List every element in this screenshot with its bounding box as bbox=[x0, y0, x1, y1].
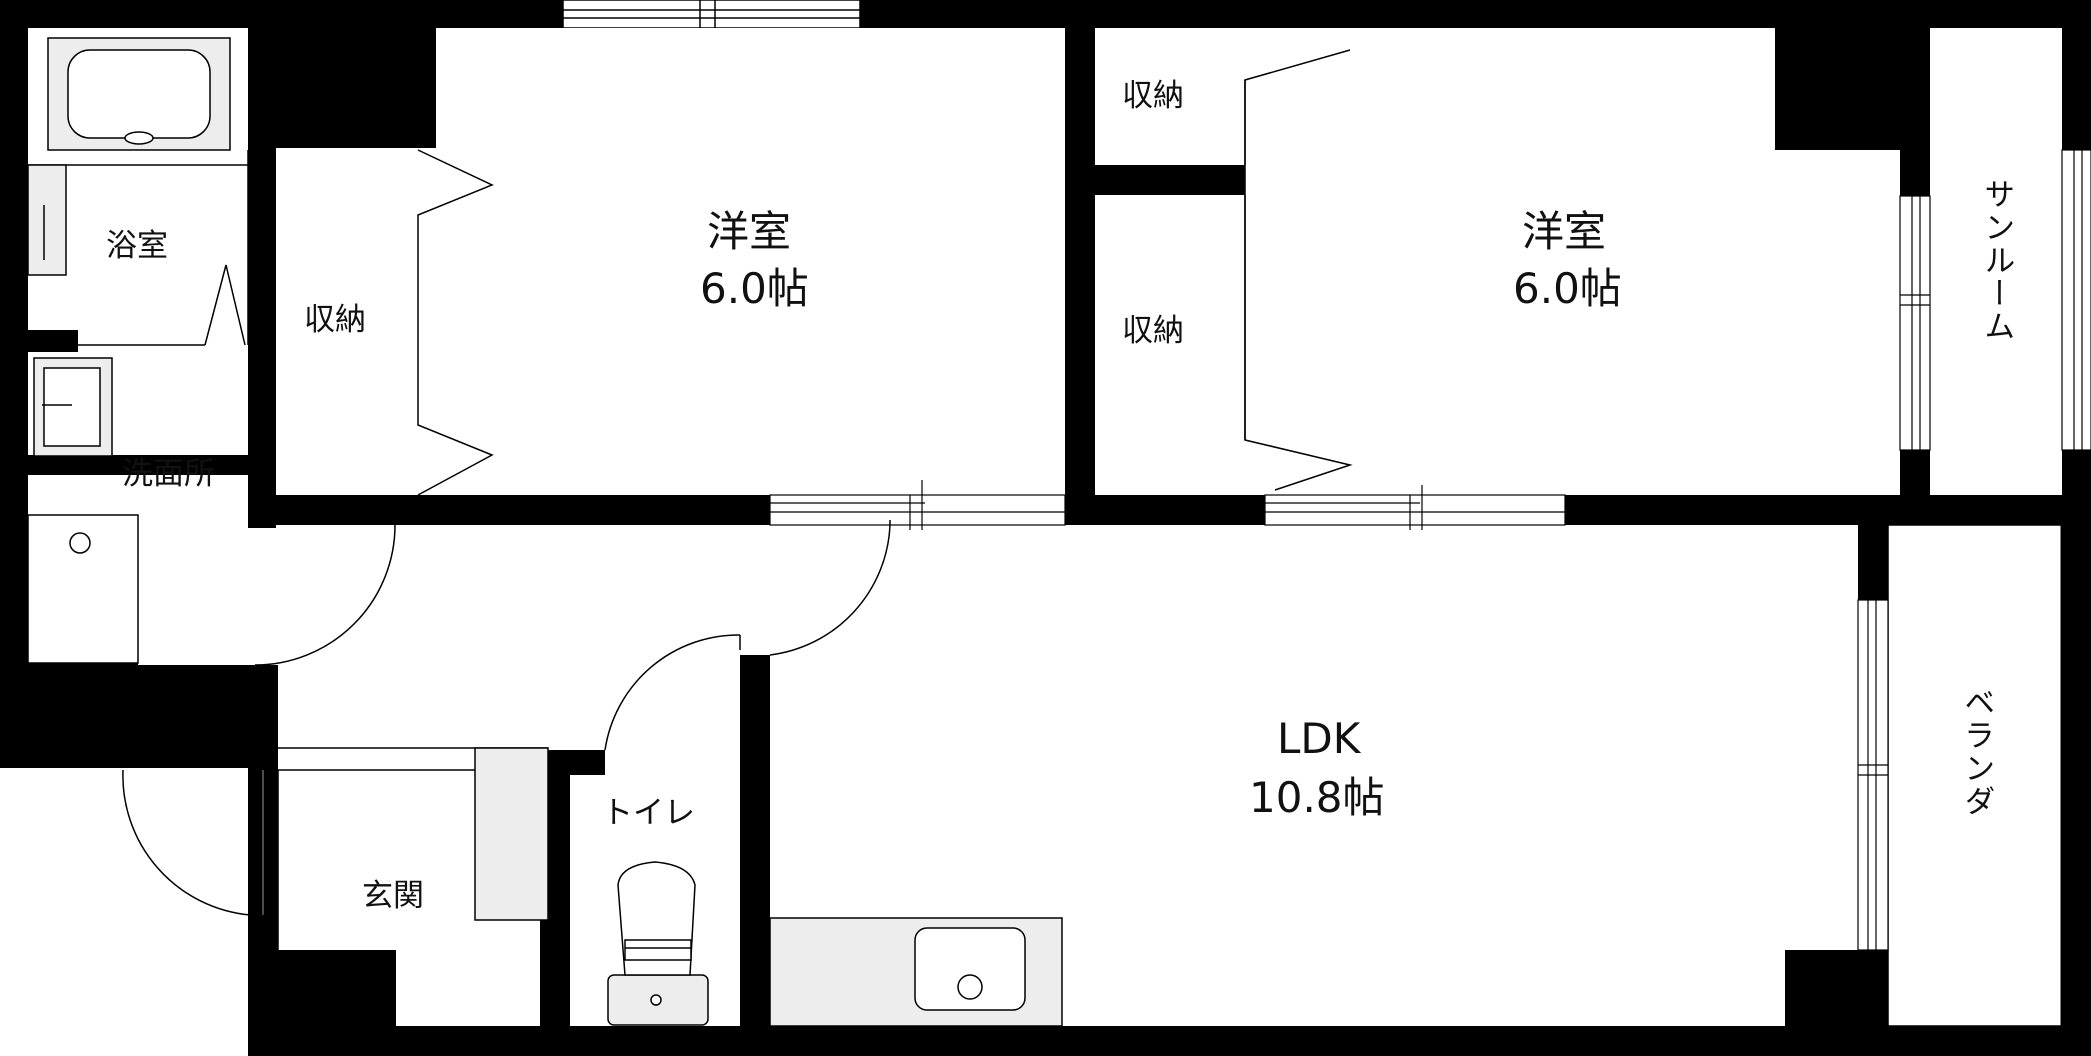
room-western-right-size: 6.0帖 bbox=[1513, 264, 1622, 313]
room-western-left-size: 6.0帖 bbox=[700, 264, 809, 313]
hall-door-swings bbox=[254, 520, 891, 751]
storage-left-label: 収納 bbox=[304, 302, 366, 338]
right-room-door bbox=[1264, 485, 1566, 530]
left-room-door bbox=[769, 480, 1066, 530]
entrance-label: 玄関 bbox=[362, 878, 424, 914]
closet-right-doors bbox=[1244, 49, 1353, 491]
bathroom-label: 浴室 bbox=[106, 228, 168, 264]
shoe-cabinet bbox=[474, 747, 549, 921]
bathtub bbox=[47, 37, 231, 151]
toilet-fixture bbox=[607, 861, 709, 1026]
storage-right-mid-label: 収納 bbox=[1122, 313, 1184, 349]
sunroom-window bbox=[1899, 149, 2091, 451]
toilet-label: トイレ bbox=[602, 795, 695, 831]
kitchen-counter bbox=[769, 917, 1063, 1027]
balcony-area bbox=[1887, 524, 2064, 1027]
closet-left-doors bbox=[417, 149, 494, 496]
room-ldk-name: LDK bbox=[1277, 714, 1361, 763]
balcony-label: ベランダ bbox=[1958, 686, 1995, 818]
room-ldk-size: 10.8帖 bbox=[1249, 773, 1385, 822]
room-western-left-name: 洋室 bbox=[707, 207, 792, 256]
balcony-window bbox=[1857, 599, 1889, 951]
wash-basin bbox=[33, 357, 113, 457]
storage-right-top-label: 収納 bbox=[1122, 78, 1184, 114]
washing-machine bbox=[27, 514, 139, 664]
room-western-right-name: 洋室 bbox=[1522, 207, 1607, 256]
washroom-label: 洗面所 bbox=[122, 456, 215, 492]
sunroom-label: サンルーム bbox=[1978, 178, 2015, 343]
top-window bbox=[562, 0, 861, 29]
bath-wall-lines bbox=[27, 150, 249, 346]
